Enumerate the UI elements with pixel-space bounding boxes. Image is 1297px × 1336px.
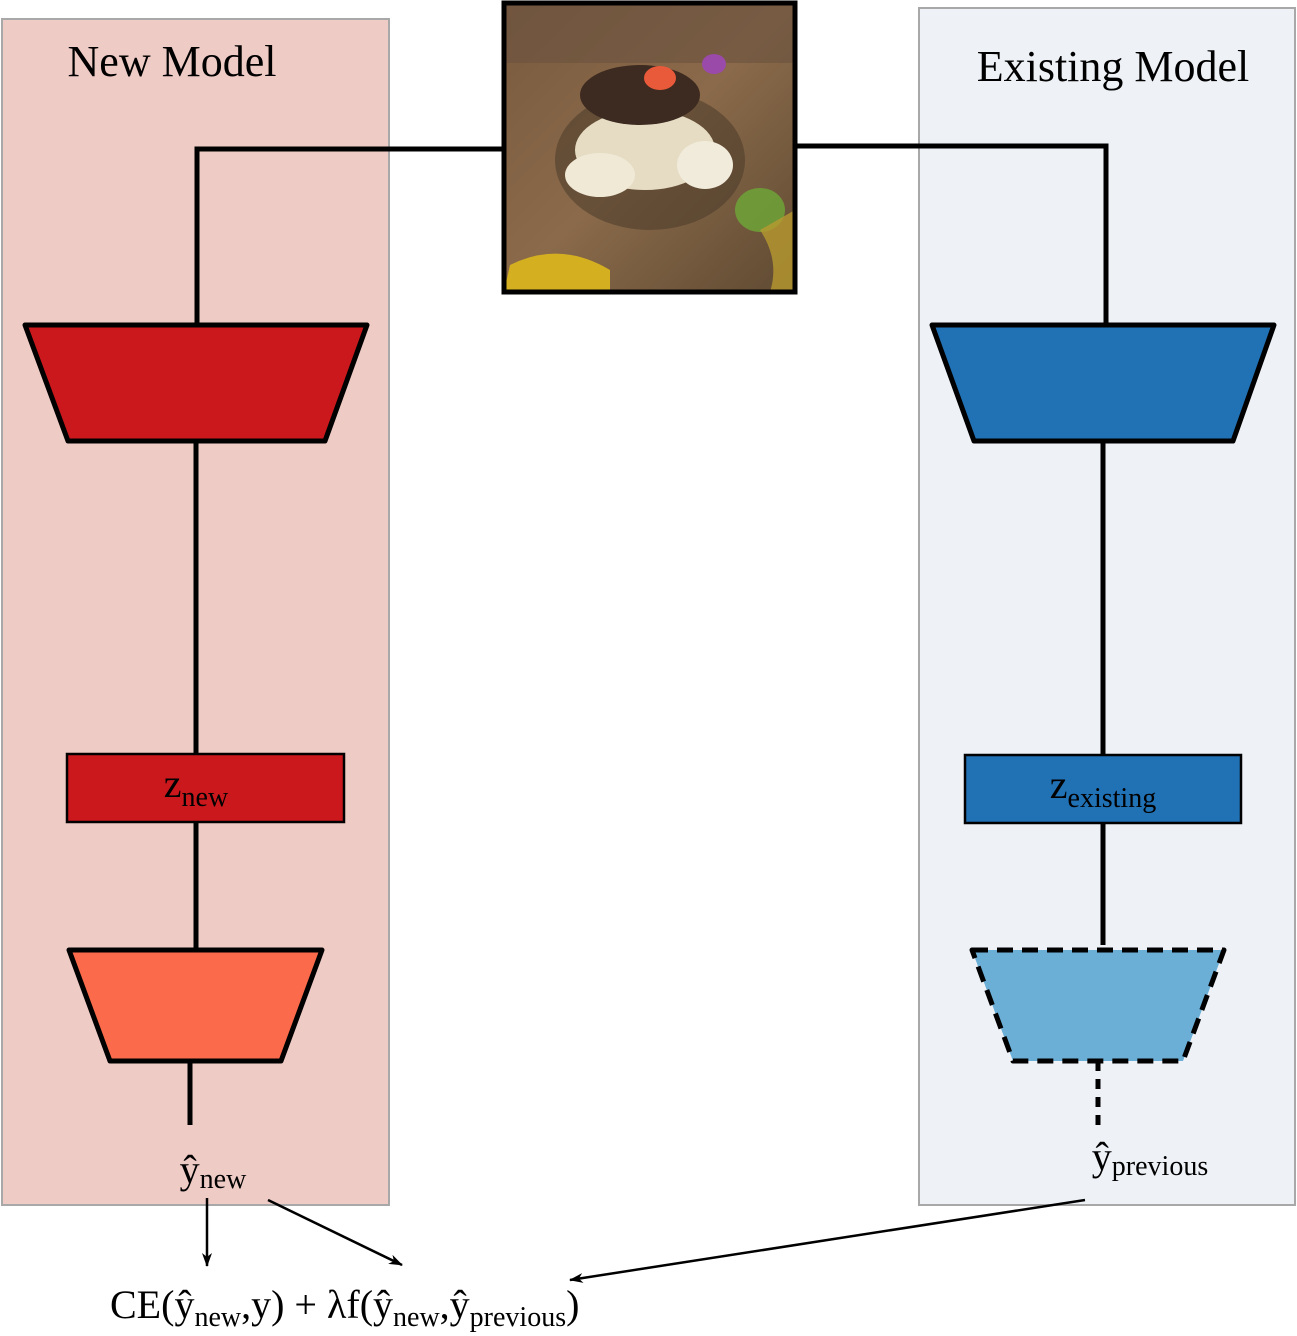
existing-model-latent bbox=[963, 753, 1243, 825]
new-model-title: New Model bbox=[68, 37, 277, 86]
new-model-latent-label: znew bbox=[164, 761, 229, 813]
arrow-previous-to-f bbox=[569, 1198, 1086, 1283]
image-to-existing-encoder-line bbox=[795, 143, 1109, 325]
image-to-new-encoder-line bbox=[194, 146, 504, 325]
frog-image bbox=[501, 0, 798, 295]
existing-model-output-label: ŷprevious bbox=[1092, 1134, 1208, 1182]
new-model-head bbox=[66, 947, 325, 1064]
existing-model-head bbox=[969, 947, 1227, 1064]
existing-model-title: Existing Model bbox=[977, 42, 1250, 91]
arrow-new-to-f bbox=[267, 1198, 403, 1267]
new-model-latent bbox=[65, 752, 346, 824]
existing-model-latent-label: zexisting bbox=[1050, 762, 1156, 814]
new-model-encoder bbox=[22, 322, 370, 444]
existing-model-encoder bbox=[929, 322, 1277, 444]
loss-expression: CE(ŷnew,y) + λf(ŷnew,ŷprevious) bbox=[110, 1282, 579, 1333]
new-model-output-label: ŷnew bbox=[180, 1147, 247, 1195]
